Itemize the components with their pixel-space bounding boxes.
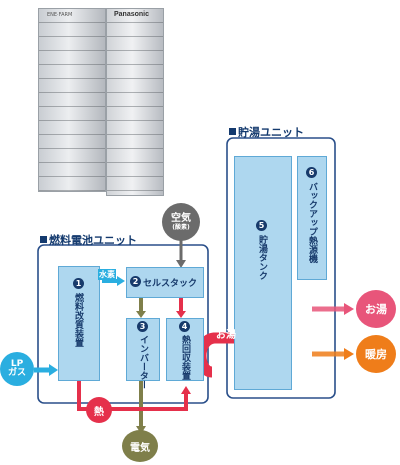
- storage-unit-box: [226, 137, 336, 399]
- brand-logo-right: Panasonic: [114, 11, 150, 18]
- heat-circle: 熱: [86, 397, 112, 423]
- storage-tank-number: 5: [256, 220, 267, 231]
- backup-heater-label: バックアップ熱源機: [307, 182, 317, 263]
- fuel-cell-cabinet: [38, 8, 106, 192]
- lp-gas-label-1: LP: [10, 359, 24, 369]
- hot-water-flow-label: お湯: [216, 330, 236, 341]
- product-photo: ENE·FARM Panasonic: [38, 8, 164, 196]
- storage-unit-label: 貯湯ユニット: [229, 124, 304, 140]
- hot-water-out-circle: お湯: [356, 290, 396, 328]
- heat-loop-arrow: [77, 381, 188, 411]
- air-circle: 空気 (酸素): [162, 203, 200, 241]
- heating-out-circle: 暖房: [356, 335, 396, 373]
- brand-logo-left: ENE·FARM: [47, 12, 73, 18]
- fuel-cell-unit-label: 燃料電池ユニット: [40, 232, 137, 248]
- electricity-circle: 電気: [122, 430, 158, 462]
- reformer-number: 1: [73, 278, 84, 289]
- cell-stack-number: 2: [130, 276, 141, 287]
- fuel-cell-unit-box: [37, 244, 209, 404]
- heat-recovery-number: 4: [179, 321, 190, 332]
- hot-water-out-label: お湯: [365, 303, 387, 316]
- heat-label: 熱: [94, 406, 104, 418]
- heating-out-label: 暖房: [365, 348, 387, 361]
- storage-tank-label: 貯湯タンク: [257, 235, 267, 280]
- inverter-number: 3: [137, 321, 148, 332]
- hydrogen-label: 水素: [98, 269, 116, 280]
- electricity-label: 電気: [130, 442, 150, 454]
- inverter-label: インバーター: [138, 335, 148, 389]
- storage-unit-label-text: 貯湯ユニット: [238, 126, 304, 139]
- heat-recovery-label: 熱回収装置: [180, 335, 190, 380]
- backup-heater-number: 6: [306, 167, 317, 178]
- air-label: 空気: [171, 212, 191, 224]
- fuel-cell-unit-label-text: 燃料電池ユニット: [49, 234, 137, 247]
- reformer-label: 燃料改質装置: [73, 293, 83, 347]
- lp-gas-circle: LP ガス: [0, 352, 34, 386]
- cell-stack-label: セルスタック: [143, 279, 198, 289]
- lp-gas-label-2: ガス: [7, 368, 26, 378]
- storage-tank-box: [234, 156, 292, 390]
- storage-cabinet: [106, 8, 164, 196]
- air-sub-label: (酸素): [172, 223, 190, 231]
